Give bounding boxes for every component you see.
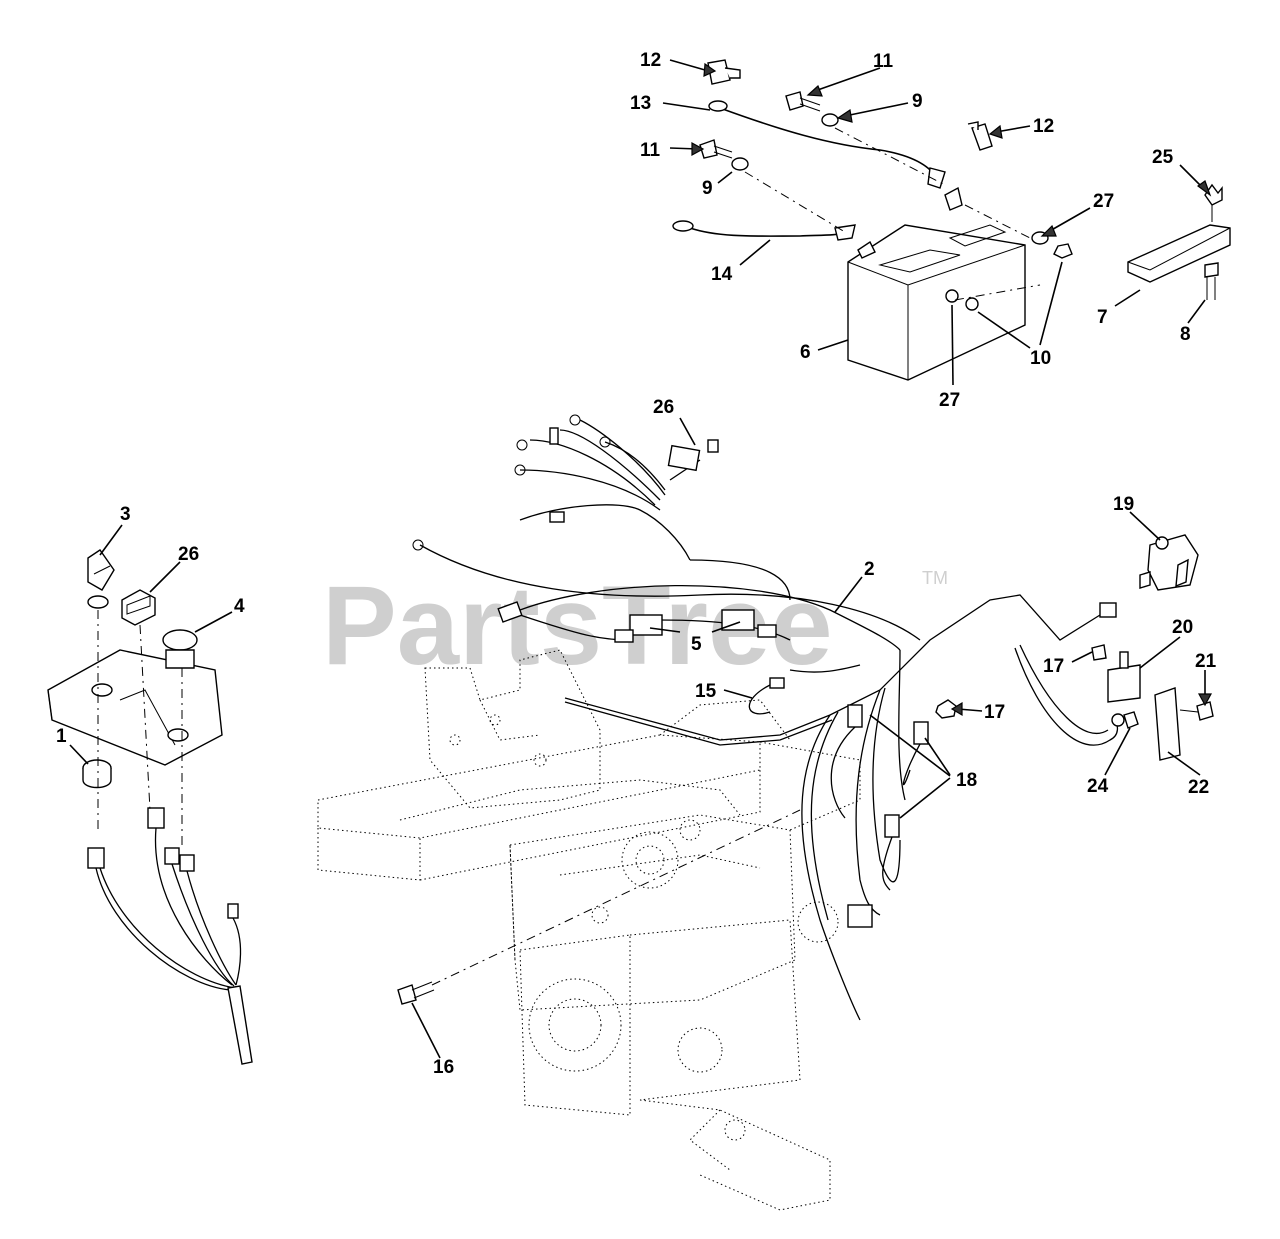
brake-switch (935, 644, 1214, 761)
callout-9-left: 9 (702, 178, 713, 199)
fasteners (699, 59, 1073, 259)
wire-harness (419, 544, 1119, 1021)
callout-1: 1 (56, 726, 67, 747)
watermark: PartsTree (322, 563, 833, 688)
callout-27-top: 27 (1093, 191, 1114, 212)
callout-7: 7 (1097, 307, 1108, 328)
callout-4: 4 (234, 596, 245, 617)
callout-12-top: 12 (640, 50, 661, 71)
callout-8: 8 (1180, 324, 1191, 345)
callout-labels: 12 11 13 9 12 11 9 25 27 14 7 8 6 10 27 … (56, 50, 1217, 1078)
switch-plugs (830, 704, 929, 891)
callout-14: 14 (711, 264, 733, 285)
ignition-assembly (47, 549, 253, 1065)
callout-5: 5 (691, 634, 702, 655)
callout-17-left: 17 (1043, 656, 1064, 677)
callout-19: 19 (1113, 494, 1134, 515)
seat-switch (1139, 534, 1199, 591)
callout-11-top: 11 (873, 51, 894, 72)
battery (847, 186, 1026, 381)
callout-27-bottom: 27 (939, 390, 960, 411)
callout-21: 21 (1195, 651, 1217, 672)
watermark-trademark: TM (922, 568, 948, 588)
callout-15: 15 (695, 681, 717, 702)
callout-9-top: 9 (912, 91, 923, 112)
jumper-wire (748, 684, 771, 715)
callout-26-text: 26 (178, 544, 199, 565)
upper-harness-branch (412, 414, 791, 601)
callout-6: 6 (800, 342, 811, 363)
callout-24: 24 (1087, 776, 1109, 797)
callout-10: 10 (1030, 348, 1051, 369)
callout-25: 26 (653, 397, 674, 418)
callout-17-right: 17 (984, 702, 1005, 723)
bolt-16 (397, 809, 801, 1005)
callout-22: 22 (1188, 777, 1209, 798)
chassis-frame (317, 649, 861, 1211)
callout-20: 20 (1172, 617, 1193, 638)
callout-3: 3 (120, 504, 131, 525)
callout-18: 18 (956, 770, 977, 791)
callout-11-left: 11 (640, 140, 661, 161)
callout-23: 25 (1152, 147, 1174, 168)
callout-13: 13 (630, 93, 651, 114)
leader-lines (69, 59, 1213, 1059)
callout-12-right: 12 (1033, 116, 1054, 137)
hold-down-bracket (1127, 183, 1231, 300)
callout-16: 16 (433, 1057, 454, 1078)
battery-cables (672, 100, 1041, 301)
callout-2: 2 (864, 559, 875, 580)
